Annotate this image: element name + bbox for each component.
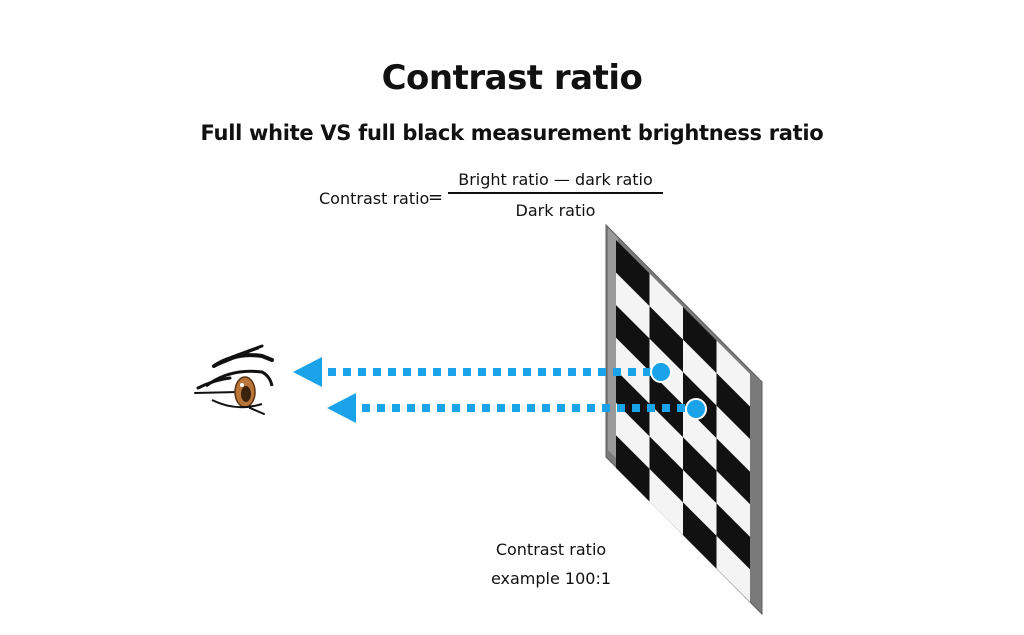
checker-cell xyxy=(649,403,683,470)
formula-denominator: Dark ratio xyxy=(515,201,596,220)
checker-cell xyxy=(716,340,750,407)
formula-lhs: Contrast ratio xyxy=(319,189,430,208)
checker-cell xyxy=(683,437,717,504)
checker-cell xyxy=(616,435,650,502)
light-arrow-bright xyxy=(293,357,672,387)
formula-fraction-bar xyxy=(448,192,663,194)
checker-cell xyxy=(616,370,650,437)
eye-icon xyxy=(194,344,274,415)
light-arrow-dark xyxy=(327,393,707,423)
checker-cell xyxy=(683,502,717,569)
checker-cell xyxy=(683,307,717,374)
checker-cell xyxy=(649,436,683,503)
page-title: Contrast ratio xyxy=(381,58,643,98)
checker-cell xyxy=(716,535,750,602)
checker-cell xyxy=(716,470,750,537)
example-label: Contrast ratio xyxy=(495,540,607,559)
page-subtitle: Full white VS full black measurement bri… xyxy=(200,121,824,145)
checker-cells xyxy=(616,240,750,602)
checker-cell xyxy=(616,402,650,469)
checker-cell xyxy=(649,468,683,535)
formula-numerator: Bright ratio — dark ratio xyxy=(458,170,653,189)
checker-cell xyxy=(716,438,750,505)
formula-equals: = xyxy=(428,187,444,208)
checker-cell xyxy=(649,306,683,373)
checker-cell xyxy=(616,305,650,372)
checker-cell xyxy=(716,503,750,570)
checker-cell xyxy=(616,272,650,339)
checker-cell xyxy=(683,469,717,536)
checker-cell xyxy=(683,339,717,406)
checker-cell xyxy=(716,373,750,440)
checker-cell xyxy=(716,405,750,472)
panel-frame-highlight xyxy=(608,228,618,460)
checker-cell xyxy=(616,240,650,307)
checker-cell xyxy=(649,273,683,340)
example-value: example 100:1 xyxy=(490,569,612,588)
checker-cell xyxy=(683,404,717,471)
